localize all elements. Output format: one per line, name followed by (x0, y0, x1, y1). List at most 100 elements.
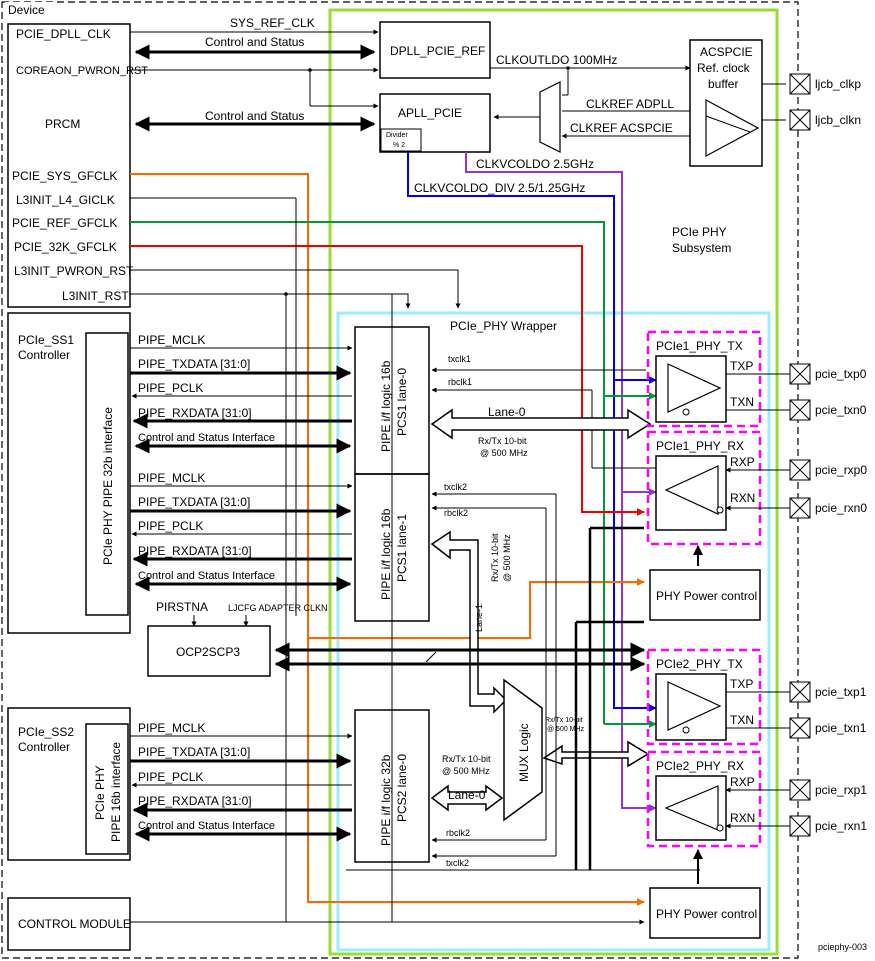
ss2-pipe-interface-1: PCIe PHY (93, 765, 107, 820)
acspcie-buffer-icon (705, 98, 760, 158)
pcie2-phy-rx-block (655, 775, 727, 841)
prcm-l3init-l4-giclk: L3INIT_L4_GICLK (16, 193, 115, 207)
pcie2-phy-tx-frame (646, 648, 762, 746)
pcie1-phy-rx-block (655, 455, 727, 531)
mux-at-500: @ 500 MHz (547, 726, 585, 733)
pcie1-txn-label: TXN (730, 395, 754, 409)
sys-ref-clk-label: SYS_REF_CLK (230, 16, 315, 30)
ss1-lane0-sig-2: PIPE_PCLK (138, 381, 203, 395)
pcie1-rxn-label: RXN (730, 491, 755, 505)
pad-pcie-txp1 (789, 681, 811, 703)
rxtx-10bit-2: Rx/Tx 10-bit (490, 533, 500, 582)
pcie2-tx-driver-icon (667, 681, 722, 731)
ss1-pipe-interface-label: PCIe PHY PIPE 32b interface (101, 407, 115, 565)
mux-logic (503, 678, 543, 822)
pcs1-lane1-label: PIPE i/f logic 16b (379, 508, 393, 600)
ss2-sig-4: Control and Status Interface (138, 820, 275, 832)
device-title: Device (8, 3, 45, 17)
pad-pcie-rxp0 (789, 459, 811, 481)
control-module-label: CONTROL MODULE (18, 917, 131, 931)
device-frame (1, 1, 799, 959)
pcie-ss2-controller (7, 707, 131, 861)
ss1-pipe-interface (85, 332, 129, 616)
ss1-title-2: Controller (18, 348, 70, 362)
mux-logic-label: MUX Logic (517, 723, 531, 782)
phy1-power-control-block (649, 569, 761, 621)
clkref-mux (539, 81, 561, 153)
divider-block (380, 128, 422, 152)
rxtx-10bit-1: Rx/Tx 10-bit (478, 436, 527, 446)
pcie2-phy-rx-label: PCIe2_PHY_RX (656, 759, 744, 773)
pcie2-txn-label: TXN (730, 713, 754, 727)
ss2-sig-2: PIPE_PCLK (138, 770, 203, 784)
phy2-power-control-label: PHY Power control (656, 907, 757, 921)
prcm-pcie-32k-gfclk: PCIE_32K_GFCLK (14, 240, 117, 254)
phy1-power-control-label: PHY Power control (656, 589, 757, 603)
prcm-l3init-pwron-rst: L3INIT_PWRON_RST (14, 264, 134, 278)
phy-subsystem-label-2: Subsystem (672, 241, 731, 255)
prcm-pcie-dpll-clk: PCIE_DPLL_CLK (16, 27, 111, 41)
pcie1-txp-label: TXP (730, 359, 753, 373)
lane0-arrow (430, 408, 652, 440)
control-module-block (7, 897, 131, 951)
phy-wrapper-label: PCIe_PHY Wrapper (450, 319, 557, 333)
pirstna-label: PIRSTNA (156, 600, 208, 614)
mux-rxtx-10bit: Rx/Tx 10-bit (545, 717, 583, 724)
pcie-txp1-label: pcie_txp1 (815, 685, 867, 699)
control-status-label-2: Control and Status (205, 109, 304, 123)
ss1-lane1-sig-0: PIPE_MCLK (138, 471, 205, 485)
acspcie-title: ACSPCIE (700, 45, 753, 59)
pcie-rxp1-label: pcie_rxp1 (815, 783, 867, 797)
pcie2-rxp-label: RXP (730, 775, 755, 789)
pcie-rxn1-label: pcie_rxn1 (815, 819, 867, 833)
pcie-txn1-label: pcie_txn1 (815, 721, 867, 735)
ss2-title-1: PCIe_SS2 (18, 725, 74, 739)
txclk2-label: txclk2 (444, 482, 467, 492)
pcie2-phy-tx-label: PCIe2_PHY_TX (656, 657, 743, 671)
rbclk2-label-2: rbclk2 (446, 828, 470, 838)
pcs2-lane0-label-b: PCS2 lane-0 (395, 754, 409, 822)
pcie1-tx-driver-icon (667, 363, 722, 413)
ljcb-clkn-label: ljcb_clkn (815, 113, 861, 127)
apll-pcie-block (379, 93, 491, 153)
txclk2-label-2: txclk2 (446, 858, 469, 868)
ss1-lane0-sig-0: PIPE_MCLK (138, 333, 205, 347)
pad-pcie-rxn0 (789, 497, 811, 519)
phy-subsystem-label-1: PCIe PHY (672, 225, 727, 239)
divider-label: Divider (386, 132, 408, 139)
pcie1-rxp-label: RXP (730, 455, 755, 469)
pcie-rxn0-label: pcie_rxn0 (815, 501, 867, 515)
at-500-1: @ 500 MHz (480, 448, 528, 458)
ocp2scp3-block (147, 625, 271, 677)
pad-pcie-txp0 (789, 363, 811, 385)
ss2-pipe-interface-2: PIPE 16b interface (109, 742, 123, 842)
ss1-title-1: PCIe_SS1 (18, 333, 74, 347)
mux-to-phy2-arrow (542, 740, 650, 768)
ss2-pipe-interface (85, 723, 129, 855)
pcie-txp0-label: pcie_txp0 (815, 367, 867, 381)
pcie1-phy-tx-block (655, 355, 727, 423)
pcs2-lane0-arrow (430, 784, 504, 812)
acspcie-line3: buffer (708, 77, 738, 91)
at-500-2: @ 500 MHz (502, 534, 512, 582)
phy2-power-control-block (649, 887, 761, 939)
pcie2-phy-rx-frame (646, 750, 762, 848)
prcm-block (7, 23, 131, 308)
pcs1-lane0-label-b: PCS1 lane-0 (395, 368, 409, 436)
txclk1-label: txclk1 (448, 354, 471, 364)
pad-pcie-rxp1 (789, 779, 811, 801)
acspcie-line2: Ref. clock (697, 61, 751, 75)
pcs1-lane0-label: PIPE i/f logic 16b (379, 360, 393, 452)
pad-pcie-txn1 (789, 717, 811, 739)
clkref-acspcie-label: CLKREF ACSPCIE (570, 121, 673, 135)
control-status-label-1: Control and Status (205, 35, 304, 49)
clkoutldo-label: CLKOUTLDO 100MHz (496, 53, 617, 67)
ss1-lane0-sig-3: PIPE_RXDATA [31:0] (138, 406, 252, 420)
clkvcoldo-label: CLKVCOLDO 2.5GHz (476, 157, 594, 171)
acspcie-block (689, 39, 763, 167)
pad-pcie-rxn1 (789, 815, 811, 837)
ss1-lane1-sig-1: PIPE_TXDATA [31:0] (138, 495, 250, 509)
pcie1-phy-tx-label: PCIe1_PHY_TX (656, 339, 743, 353)
ljcb-clkp-label: ljcb_clkp (815, 77, 861, 91)
